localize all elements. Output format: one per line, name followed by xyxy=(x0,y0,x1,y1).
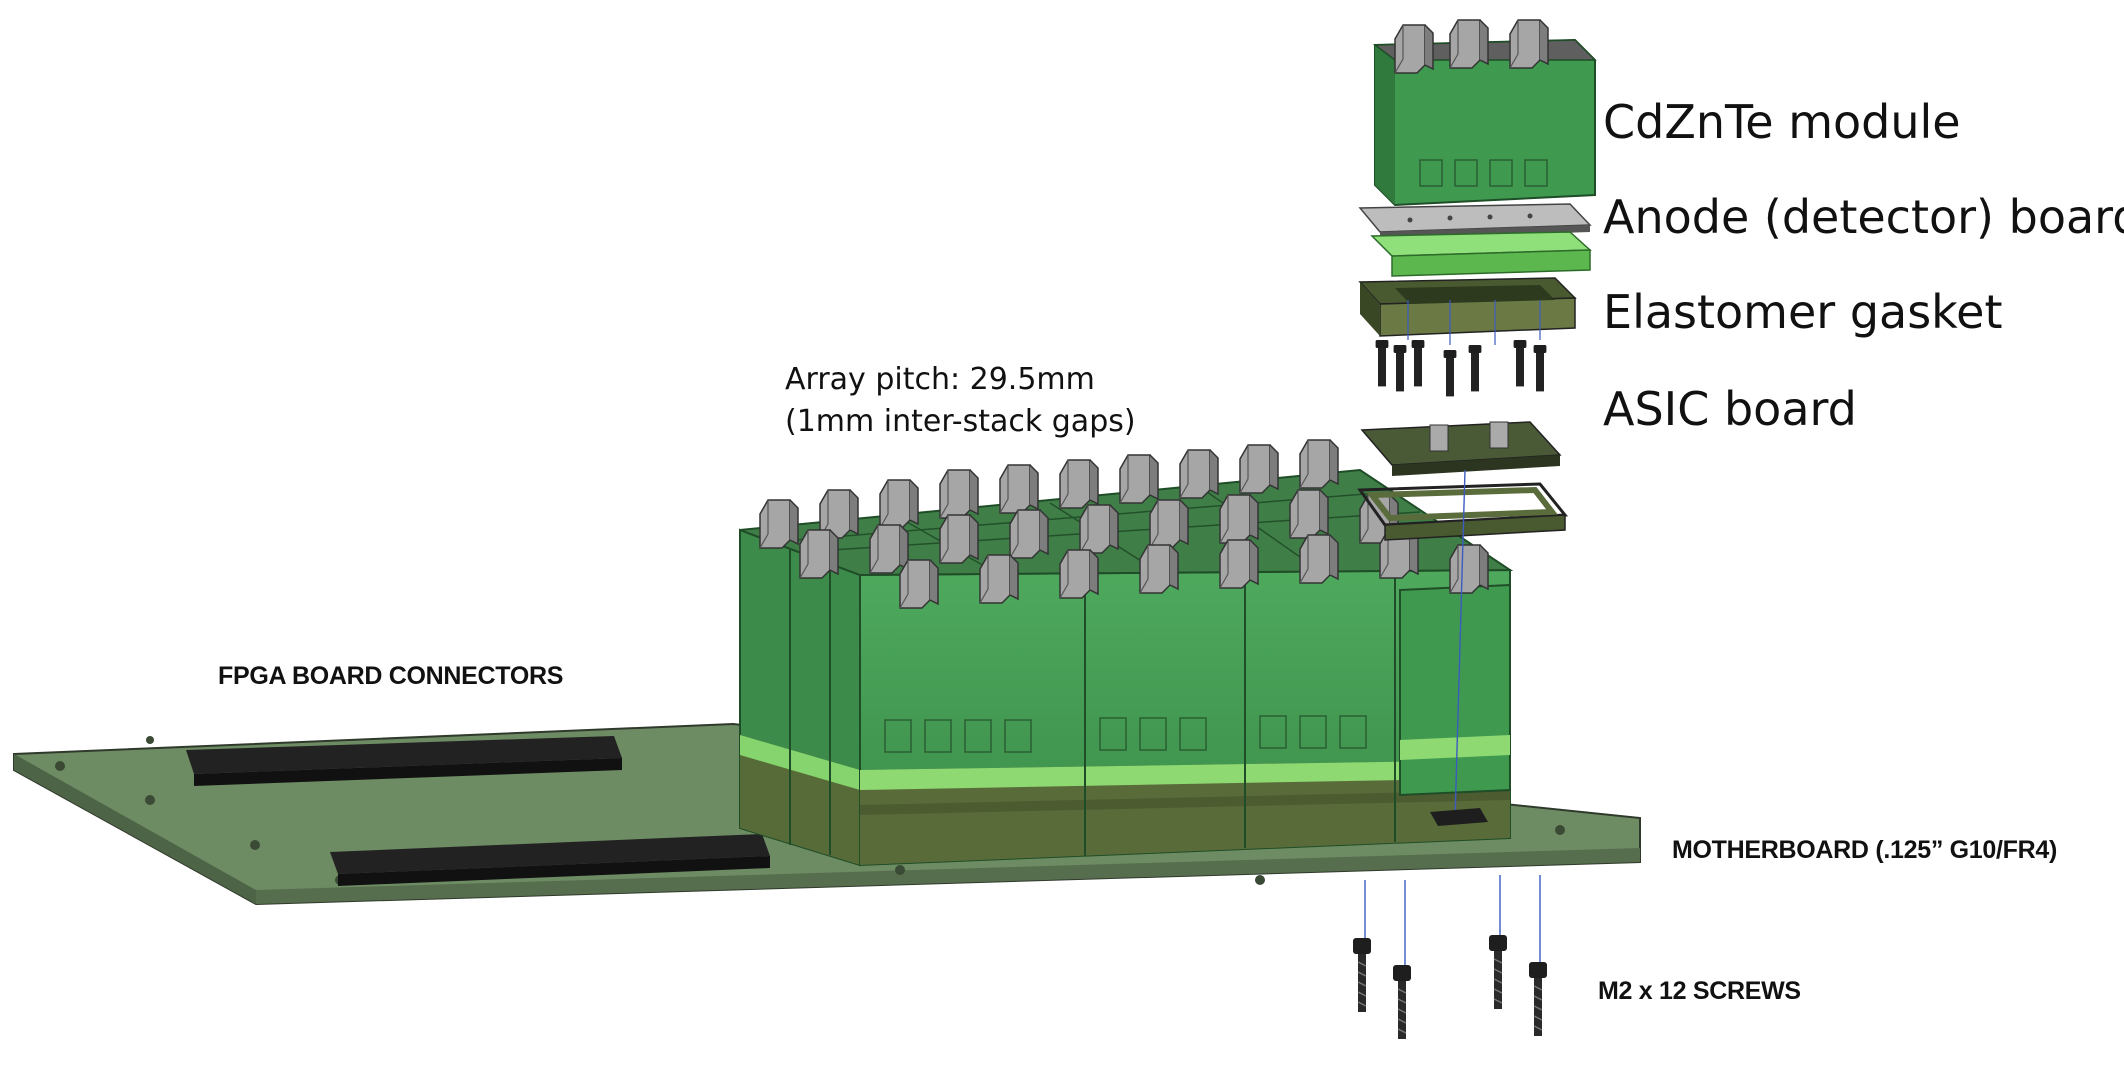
label-screws: M2 x 12 SCREWS xyxy=(1598,977,1801,1005)
exploded-elastomer-gasket xyxy=(1358,277,1577,337)
exploded-asic-frame xyxy=(1357,482,1569,541)
label-motherboard: MOTHERBOARD (.125” G10/FR4) xyxy=(1672,836,2058,864)
fpga-connector-lower xyxy=(330,834,770,886)
detector-array xyxy=(739,439,1514,867)
exploded-asic-board xyxy=(1360,421,1562,476)
label-array-pitch: Array pitch: 29.5mm xyxy=(785,362,1095,397)
exploded-pin-screws xyxy=(1407,300,1541,345)
alignment-line xyxy=(1454,469,1466,821)
label-asic-board: ASIC board xyxy=(1603,382,1857,436)
label-inter-stack-gaps: (1mm inter-stack gaps) xyxy=(785,404,1136,439)
label-cdznte-module: CdZnTe module xyxy=(1603,95,1961,149)
exploded-elastomer-board xyxy=(1370,231,1592,277)
label-anode-board: Anode (detector) board xyxy=(1603,190,2124,244)
exploded-cdznte-module xyxy=(1372,19,1597,207)
label-elastomer-gasket: Elastomer gasket xyxy=(1603,285,2003,339)
fpga-connector-upper xyxy=(186,736,622,786)
label-fpga-connectors: FPGA BOARD CONNECTORS xyxy=(218,662,564,690)
m2-screws xyxy=(1352,875,1548,1040)
